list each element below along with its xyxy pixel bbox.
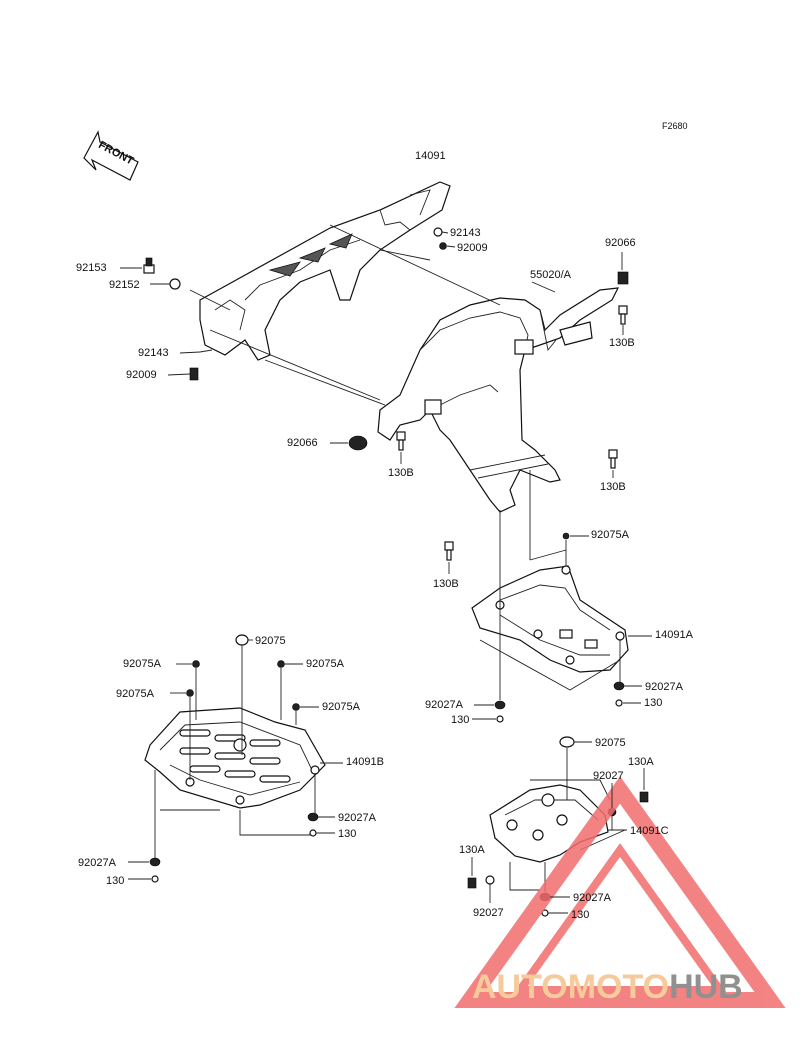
bolt-130a-1 xyxy=(639,791,649,803)
part-14091b-skid-plate xyxy=(144,707,326,809)
nut-92075a-l3 xyxy=(186,689,194,697)
callout-130-1: 130 xyxy=(451,714,469,726)
bolt-130-4 xyxy=(309,829,317,837)
callout-92027-2: 92027 xyxy=(473,907,504,919)
watermark-hub: HUB xyxy=(669,968,743,1006)
cap-92066-left xyxy=(348,435,368,451)
part-55020a-guard-frame xyxy=(377,287,620,513)
callout-92027-1: 92027 xyxy=(593,770,624,782)
callout-130-3: 130 xyxy=(106,875,124,887)
bolt-130a-2 xyxy=(467,877,477,889)
callout-92075a-l4: 92075A xyxy=(322,701,361,713)
part-14091a-skid-plate xyxy=(471,565,629,673)
callout-130-2: 130 xyxy=(644,697,662,709)
callout-14091b: 14091B xyxy=(346,756,384,768)
callout-14091c: 14091C xyxy=(630,825,669,837)
watermark-automoto: AUTOMOTO xyxy=(472,968,669,1006)
callout-55020a: 55020/A xyxy=(530,269,572,281)
callout-92066-left: 92066 xyxy=(287,437,318,449)
callout-92027a-3: 92027A xyxy=(78,857,117,869)
front-arrow-icon: FRONT xyxy=(83,130,139,181)
callout-130-5: 130 xyxy=(571,909,589,921)
nut-92075-right xyxy=(559,736,575,748)
washer-92027-2 xyxy=(485,875,495,885)
callout-92143-left: 92143 xyxy=(138,347,169,359)
part-14091-front-cover xyxy=(199,181,451,361)
collar-92152 xyxy=(169,278,181,290)
callout-130b-lower: 130B xyxy=(433,578,459,590)
callout-92075-left: 92075 xyxy=(255,635,286,647)
clip-92009-top xyxy=(439,242,447,250)
bolt-130b-middle xyxy=(396,431,406,451)
grommet-92143-left xyxy=(199,349,213,353)
nut-92075-left xyxy=(235,634,249,646)
bolt-92153 xyxy=(143,257,155,274)
callout-92075a-l3: 92075A xyxy=(116,688,155,700)
callout-130b-middle: 130B xyxy=(388,467,414,479)
callout-92009-top: 92009 xyxy=(457,242,488,254)
nut-92075a-right xyxy=(562,532,570,540)
callout-92152: 92152 xyxy=(109,279,140,291)
callout-130a-1: 130A xyxy=(628,756,654,768)
bolt-130-3 xyxy=(151,875,159,883)
washer-92027a-2 xyxy=(613,681,625,691)
callout-14091: 14091 xyxy=(415,150,446,162)
callout-92027a-1: 92027A xyxy=(425,699,464,711)
automotohub-watermark-logo: AUTOMOTOHUB xyxy=(454,776,786,1008)
nut-92075a-l1 xyxy=(192,660,200,668)
washer-92027a-1 xyxy=(494,700,506,710)
callout-92075a-l1: 92075A xyxy=(123,658,162,670)
callout-130a-2: 130A xyxy=(459,844,485,856)
bolt-130b-lower xyxy=(444,541,454,561)
washer-92027a-4 xyxy=(307,812,319,822)
nut-92075a-l4 xyxy=(292,703,300,711)
washer-92027a-3 xyxy=(149,857,161,867)
callout-130b-right-bottom: 130B xyxy=(600,481,626,493)
callout-130-4: 130 xyxy=(338,828,356,840)
callout-92153: 92153 xyxy=(76,262,107,274)
nut-92075a-l2 xyxy=(277,660,285,668)
callout-92066-right: 92066 xyxy=(605,237,636,249)
watermark-triangle-outer xyxy=(454,776,786,1008)
bolt-130b-right-top xyxy=(618,305,628,325)
watermark-triangle-inner xyxy=(512,843,728,994)
callout-92009-left: 92009 xyxy=(126,369,157,381)
cap-92066-right xyxy=(617,271,629,285)
callout-92143-top: 92143 xyxy=(450,227,481,239)
clip-92009-left xyxy=(189,367,199,381)
bolt-130-2 xyxy=(615,699,623,707)
watermark-left-text: AUTOMOTOHUB xyxy=(472,968,743,1006)
callout-92075-right: 92075 xyxy=(595,737,626,749)
callout-92075a-l2: 92075A xyxy=(306,658,345,670)
callout-92027a-2: 92027A xyxy=(645,681,684,693)
callout-92075a-right: 92075A xyxy=(591,529,630,541)
grommet-92143-top xyxy=(433,227,443,237)
callout-14091a: 14091A xyxy=(655,629,694,641)
bolt-130-1 xyxy=(496,715,504,723)
callout-92027a-5: 92027A xyxy=(573,892,612,904)
callout-130b-right-top: 130B xyxy=(609,337,635,349)
callout-92027a-4: 92027A xyxy=(338,812,377,824)
figure-code: F2680 xyxy=(662,121,688,131)
bolt-130b-right-bottom xyxy=(608,449,618,469)
